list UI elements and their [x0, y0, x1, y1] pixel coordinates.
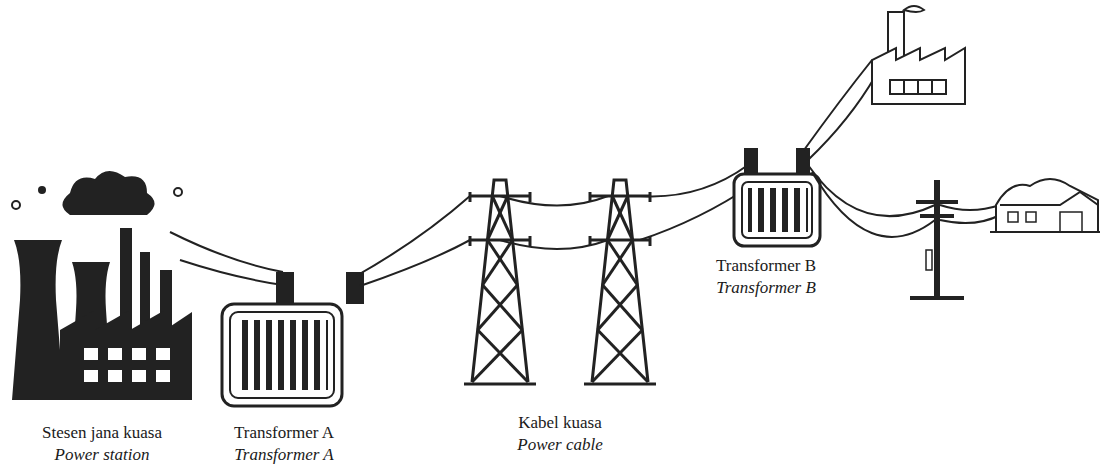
window — [84, 370, 98, 382]
insulator — [649, 192, 652, 202]
pylon-base — [584, 383, 656, 386]
window — [84, 348, 98, 360]
pylon-brace — [487, 196, 507, 240]
part-label: Stesen jana kuasa — [42, 423, 162, 443]
window — [108, 370, 122, 382]
window — [156, 348, 170, 360]
pylon-brace — [478, 330, 528, 382]
pylon-brace — [603, 285, 643, 330]
insulator — [529, 192, 532, 202]
window — [132, 348, 146, 360]
part-label: Power station — [55, 445, 150, 465]
window — [132, 370, 146, 382]
pylon-brace — [478, 285, 518, 330]
pylon-brace — [472, 330, 522, 382]
pylon-arm — [590, 239, 650, 242]
window — [156, 370, 170, 382]
pylon-arm — [470, 239, 530, 242]
pylon-brace — [607, 196, 627, 240]
insulator — [469, 192, 472, 202]
insulator — [469, 236, 472, 246]
insulator — [589, 236, 592, 246]
part-label: Kabel kuasa — [518, 413, 602, 433]
pylon-leg — [592, 180, 648, 382]
pylon-brace — [483, 285, 523, 330]
pylon-brace — [598, 285, 638, 330]
insulator — [529, 236, 532, 246]
pylon-brace — [607, 240, 637, 285]
insulator — [589, 192, 592, 202]
part-label: Transformer A — [234, 423, 334, 443]
pylon-brace — [487, 240, 517, 285]
pylon-brace — [612, 196, 632, 240]
part-label: Power cable — [517, 435, 602, 455]
pylon-brace — [483, 240, 513, 285]
insulator — [649, 236, 652, 246]
part-label: Transformer B — [716, 278, 816, 298]
pylon-arm — [590, 195, 650, 198]
pylon-base — [464, 383, 536, 386]
part-label: Transformer A — [234, 445, 333, 465]
pylon-brace — [598, 330, 648, 382]
pylon-brace — [592, 330, 642, 382]
window — [108, 348, 122, 360]
pylon-brace — [492, 196, 512, 240]
pylon-leg — [472, 180, 528, 382]
pylon-brace — [603, 240, 633, 285]
pylon-arm — [470, 195, 530, 198]
part-label: Transformer B — [716, 256, 816, 276]
